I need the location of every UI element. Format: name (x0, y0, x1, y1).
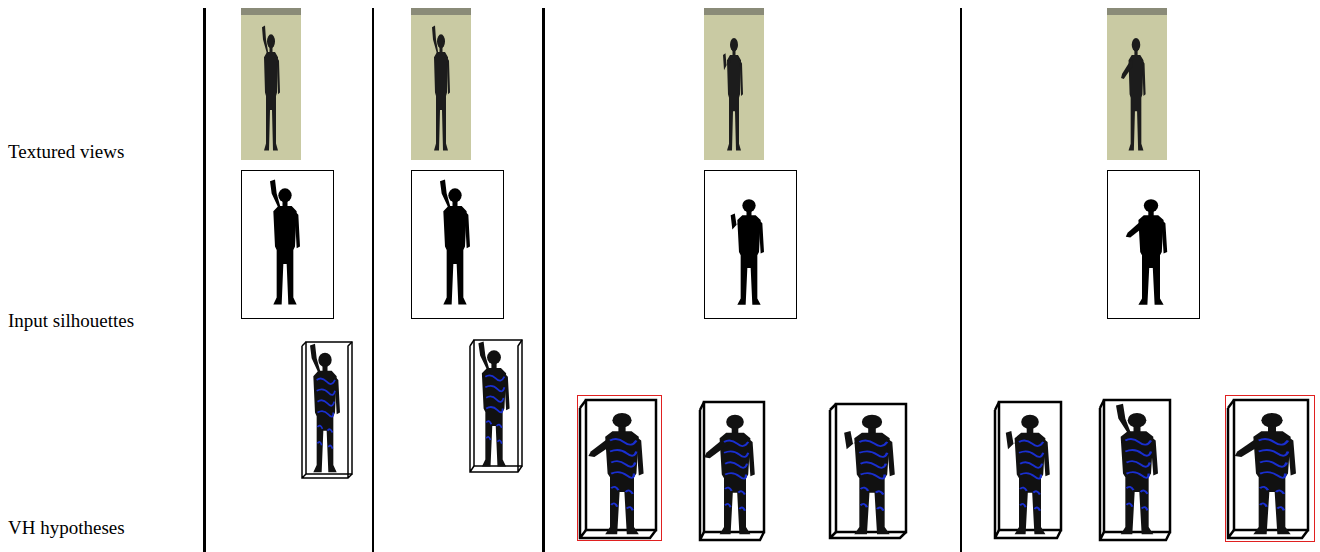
row-label: Input silhouettes (8, 310, 134, 333)
row-label: Textured views (8, 141, 124, 164)
row-label: VH hypotheses (8, 517, 125, 540)
